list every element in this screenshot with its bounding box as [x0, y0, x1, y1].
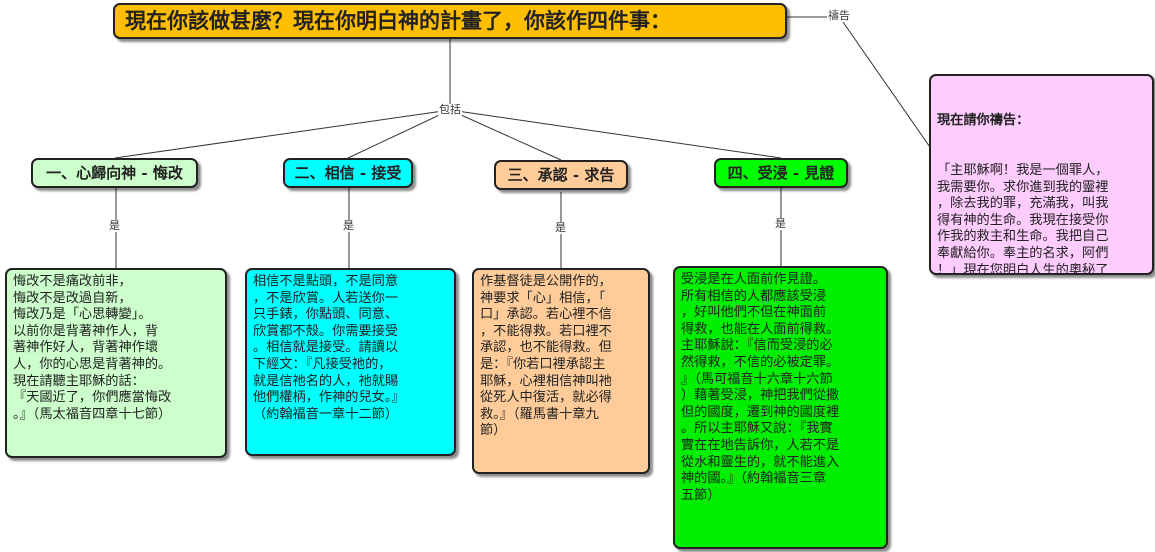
detail-node-believe[interactable]: 相信不是點頭，不是同意 ，不是欣賞。人若送你一 只手錶，你點頭、同意、 欣賞都不…: [245, 268, 456, 456]
detail-node-repent[interactable]: 悔改不是痛改前非， 悔改不是改過自新， 悔改乃是「心思轉變」。 以前你是背著神作…: [5, 268, 227, 458]
relation-label-is-3: 是: [554, 221, 567, 234]
link-includes-step1: [114, 109, 451, 159]
link-includes-step3: [449, 109, 562, 161]
prayer-body: 「主耶穌啊！我是一個罪人， 我需要你。求你進到我的靈裡 ，除去我的罪，充滿我，叫…: [937, 162, 1109, 275]
step-node-believe[interactable]: 二、相信 - 接受: [283, 158, 413, 188]
relation-label-prayer: 禱告: [827, 9, 851, 22]
link-includes-step2: [347, 109, 451, 159]
relation-label-is-4: 是: [774, 217, 787, 230]
prayer-heading: 現在請你禱告：: [937, 113, 1030, 129]
detail-node-baptism[interactable]: 受浸是在人面前作見證。 所有相信的人都應該受浸 ，好叫他們不但在神面前 得救，也…: [673, 266, 888, 549]
prayer-node[interactable]: 現在請你禱告： 「主耶穌啊！我是一個罪人， 我需要你。求你進到我的靈裡 ，除去我…: [929, 74, 1154, 275]
relation-label-is-1: 是: [108, 219, 121, 232]
root-topic[interactable]: 現在你該做甚麼？現在你明白神的計畫了，你該作四件事：: [113, 3, 787, 39]
relation-label-is-2: 是: [342, 219, 355, 232]
detail-node-confess[interactable]: 作基督徒是公開作的， 神要求「心」相信，「 口」承認。若心裡不信 ，不能得救。若…: [472, 268, 650, 474]
link-root-prayer-b: [842, 21, 942, 164]
step-node-repent[interactable]: 一、心歸向神 - 悔改: [31, 158, 198, 188]
relation-label-includes: 包括: [438, 103, 462, 116]
step-node-confess[interactable]: 三、承認 - 求告: [494, 160, 628, 190]
step-node-baptism[interactable]: 四、受浸 - 見證: [714, 158, 848, 188]
link-includes-step4: [449, 109, 782, 159]
